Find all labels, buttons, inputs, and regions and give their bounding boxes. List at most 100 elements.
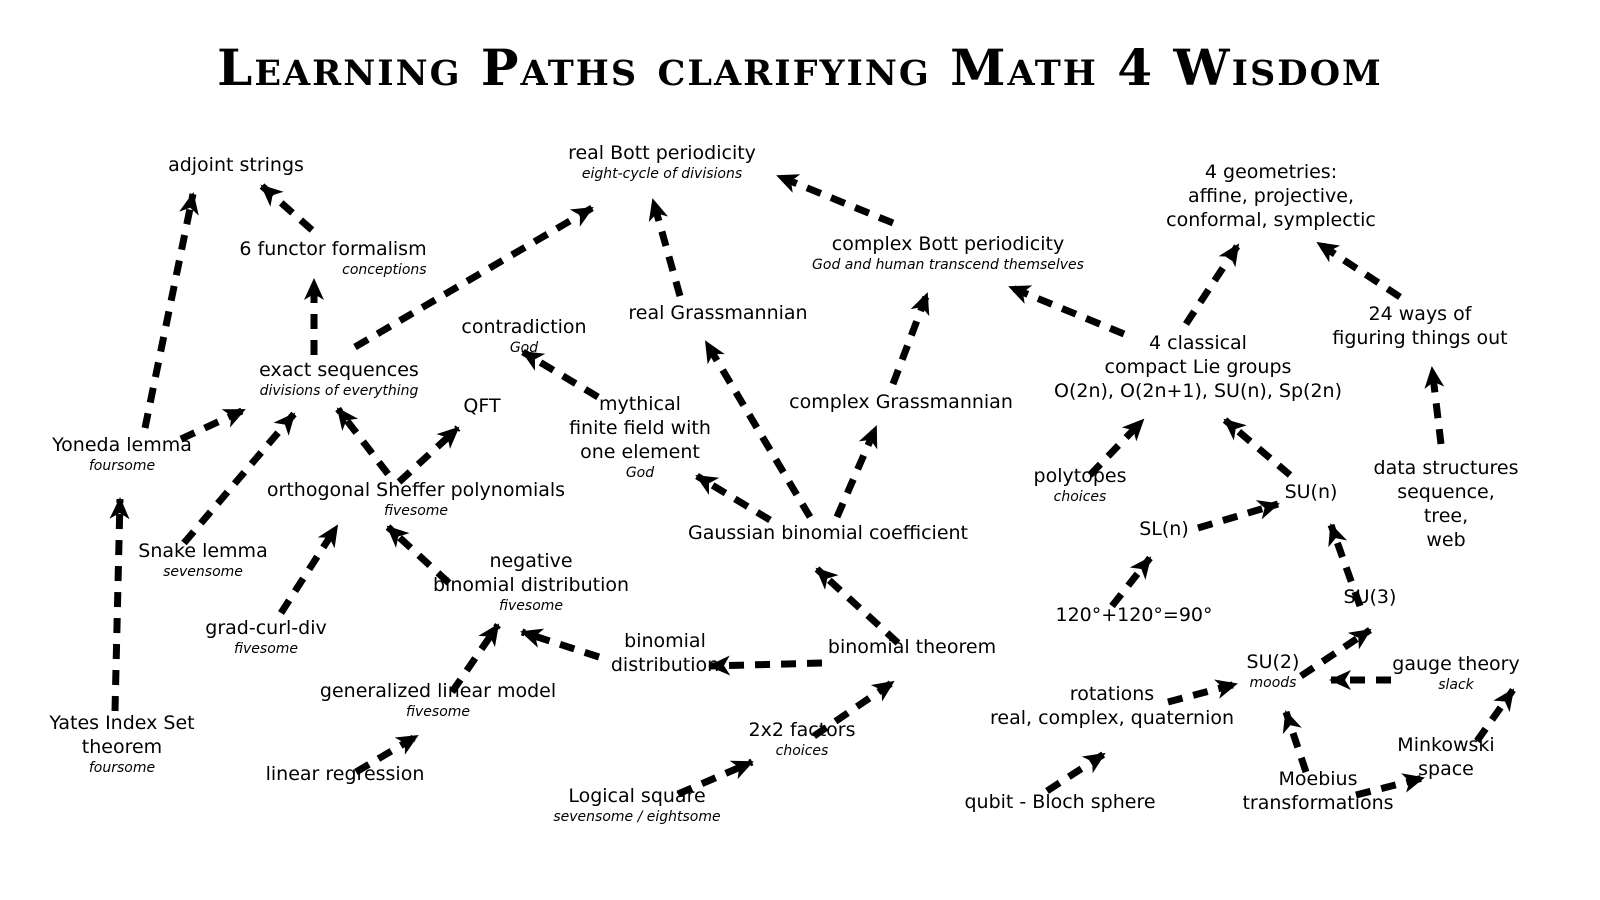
edge-binom-dist-to-neg-binomial (520, 628, 601, 661)
node-label-line: 4 classical (1149, 332, 1247, 354)
node-label-line: Moebius (1278, 768, 1358, 790)
node-grad: grad-curl-div fivesome (205, 616, 326, 658)
node-snake: Snake lemma sevensome (138, 539, 267, 581)
node-subtitle: slack (1438, 677, 1474, 693)
node-label-line: space (1418, 758, 1474, 780)
node-subtitle: fivesome (383, 503, 449, 519)
edge-data-structures-to-ways24 (1424, 366, 1445, 445)
node-label-line: Gaussian binomial coefficient (688, 522, 968, 544)
node-binom-thm: binomial theorem (828, 635, 996, 659)
edge-factors-to-binom-thm (812, 679, 895, 739)
node-label-line: 24 ways of (1368, 303, 1472, 325)
node-label-line: grad-curl-div (205, 617, 327, 639)
node-label-line: Snake lemma (138, 540, 268, 562)
edge-real-grass-to-bott-real (648, 198, 684, 297)
node-label-line: web (1426, 529, 1466, 551)
node-label-line: polytopes (1033, 465, 1127, 487)
node-label-line: QFT (463, 395, 501, 417)
node-gaussian: Gaussian binomial coefficient (688, 521, 968, 545)
node-label-line: 2x2 factors (748, 719, 856, 741)
node-label-line: real Bott periodicity (568, 142, 756, 164)
node-label-line: mythical (599, 393, 681, 415)
node-label-line: data structures (1373, 457, 1519, 479)
node-subtitle: God (625, 465, 655, 481)
node-real-grass: real Grassmannian (628, 301, 807, 325)
node-qft: QFT (463, 394, 500, 418)
edge-glm-to-neg-binomial (449, 623, 501, 694)
node-label-line: exact sequences (259, 359, 419, 381)
node-label-line: negative (489, 550, 573, 572)
node-label-line: theorem (81, 736, 163, 758)
node-label-line: binomial distribution (432, 574, 630, 596)
node-label-line: finite field with (569, 417, 711, 439)
node-exact: exact sequences divisions of everything (259, 358, 419, 400)
node-su3: SU(3) (1344, 585, 1397, 609)
edge-angles-to-sln (1109, 555, 1153, 609)
edge-exact-to-bott-real (353, 204, 594, 351)
node-label-line: Yates Index Set (49, 712, 195, 734)
node-factors: 2x2 factors choices (748, 718, 855, 760)
edge-six-functor-to-adjoint (259, 183, 315, 233)
edge-moebius-to-minkowski (1355, 773, 1425, 799)
node-label-line: transformations (1242, 792, 1394, 814)
node-label-line: figuring things out (1332, 327, 1508, 349)
node-label-line: binomial (624, 630, 706, 652)
edge-binom-thm-to-gaussian (814, 566, 901, 646)
node-label-line: distribution (610, 654, 720, 676)
node-subtitle: sevensome (163, 564, 243, 580)
node-sun: SU(n) (1285, 480, 1338, 504)
node-su2: SU(2)moods (1247, 650, 1300, 692)
edge-neg-binomial-to-sheffer (385, 524, 452, 586)
node-label-line: sequence, (1397, 481, 1495, 503)
edge-sheffer-to-exact (335, 406, 391, 477)
node-label-line: 4 geometries: (1204, 161, 1338, 183)
node-polytopes: polytopes choices (1034, 464, 1127, 506)
node-angles: 120°+120°=90° (1055, 603, 1212, 627)
node-label-line: O(2n), O(2n+1), SU(n), Sp(2n) (1054, 380, 1342, 402)
node-subtitle: divisions of everything (259, 383, 419, 399)
node-subtitle: God (509, 340, 539, 356)
node-subtitle: conceptions (342, 262, 427, 278)
edge-sheffer-to-qft (396, 425, 461, 485)
node-label-line: Yoneda lemma (52, 434, 192, 456)
edge-classical-to-geometries (1183, 243, 1241, 326)
edge-bott-complex-to-bott-real (776, 172, 895, 227)
node-label-line: compact Lie groups (1104, 356, 1292, 378)
node-qubit: qubit - Bloch sphere (964, 790, 1155, 814)
edge-ways24-to-geometries (1316, 240, 1402, 300)
node-sheffer: orthogonal Sheffer polynomials fivesome (267, 478, 565, 520)
node-label-line: SU(n) (1284, 481, 1338, 503)
edge-binom-thm-to-binom-dist (708, 655, 823, 676)
node-label-line: generalized linear model (319, 680, 557, 702)
node-label-line: adjoint strings (168, 154, 304, 176)
edge-moebius-to-su2 (1282, 710, 1310, 774)
node-adjoint: adjoint strings (168, 153, 304, 177)
node-label-line: gauge theory (1392, 653, 1520, 675)
node-label-line: orthogonal Sheffer polynomials (266, 479, 566, 501)
edge-yoneda-to-adjoint (141, 192, 199, 429)
node-gauge: gauge theory slack (1392, 652, 1519, 694)
node-subtitle: choices (775, 743, 829, 759)
node-subtitle: choices (1053, 489, 1107, 505)
node-label-line: SU(2) (1246, 651, 1300, 673)
node-bott-real: real Bott periodicity eight-cycle of divi… (568, 141, 756, 183)
node-subtitle: eight-cycle of divisions (581, 166, 743, 182)
node-subtitle: fivesome (233, 641, 299, 657)
node-subtitle: sevensome / eightsome (553, 809, 721, 825)
node-label-line: rotations (1069, 683, 1155, 705)
node-label-line: contradiction (461, 316, 587, 338)
edge-yates-to-yoneda (109, 497, 130, 712)
edge-yoneda-to-exact (179, 406, 246, 443)
edge-gaussian-to-real-grass (702, 340, 814, 519)
edge-gaussian-to-complex-grass (833, 425, 880, 519)
